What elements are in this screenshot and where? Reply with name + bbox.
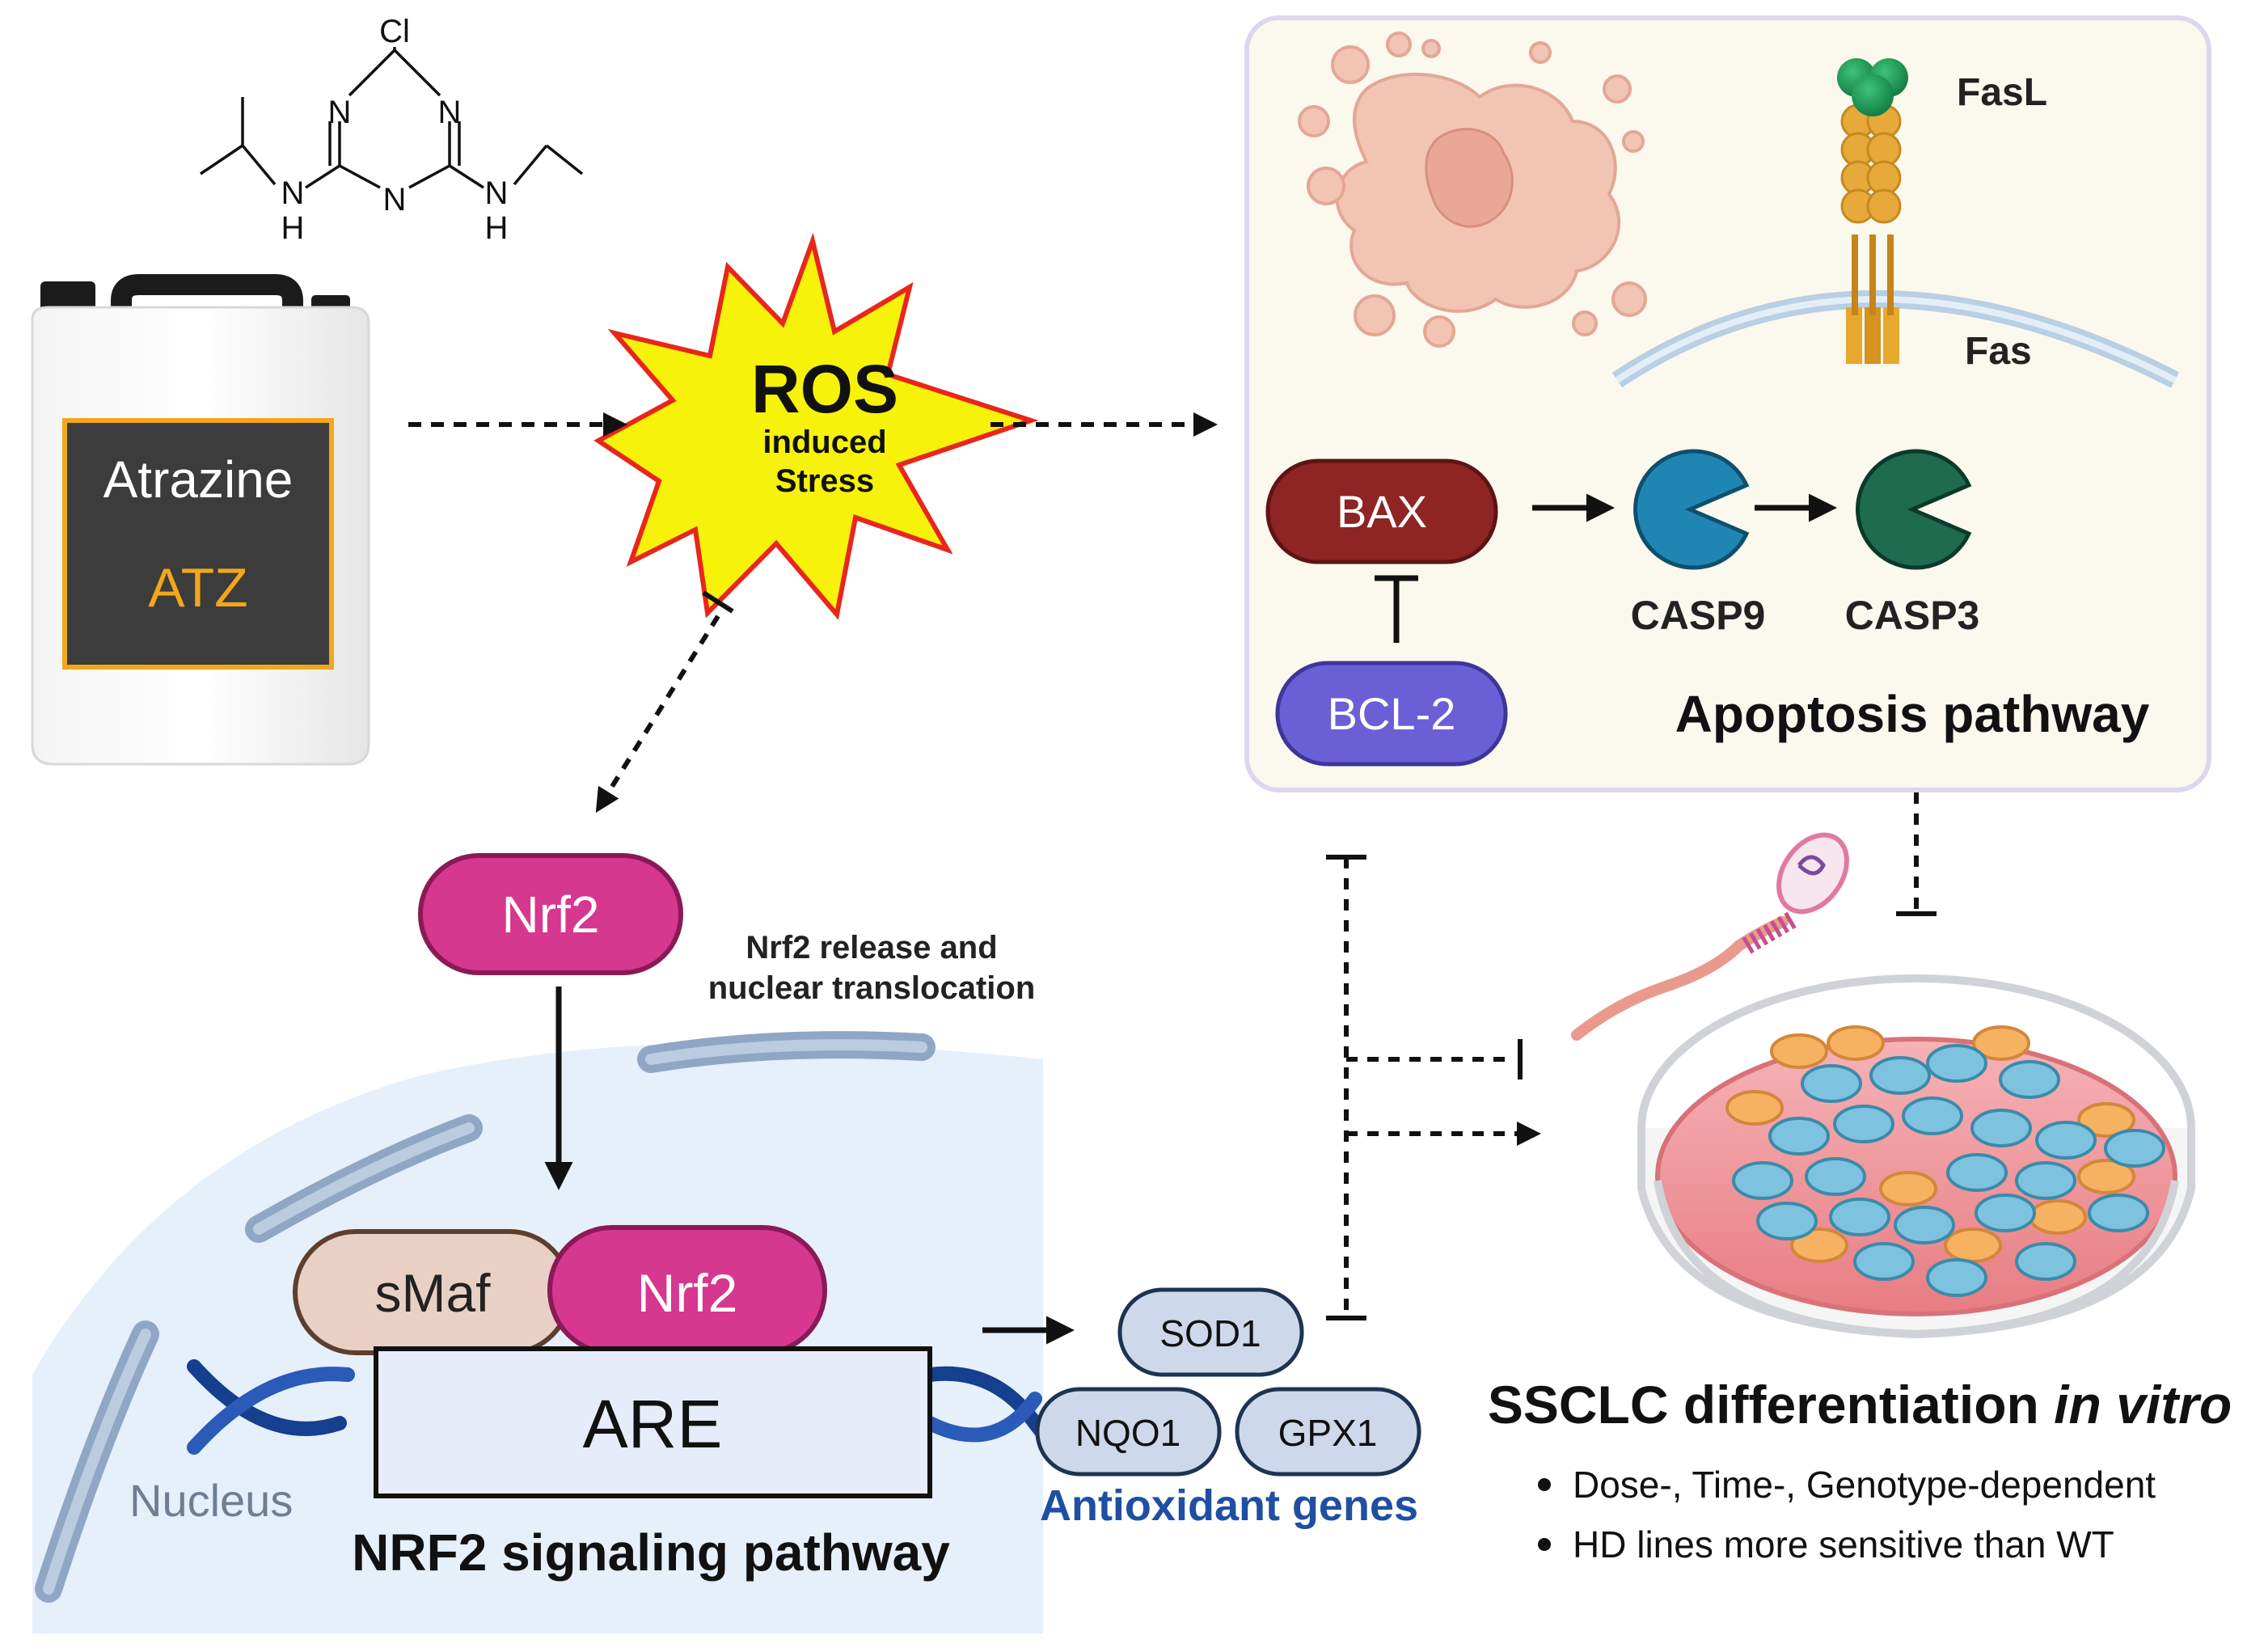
sperm-cell-icon (1571, 832, 1849, 1041)
atom-nh-right-h: H (485, 210, 509, 246)
atom-n-bottom: N (383, 182, 407, 218)
bullet-dot (1538, 1538, 1551, 1551)
atom-nh-left-n: N (281, 175, 305, 211)
petri-dish-icon (1637, 974, 2195, 1339)
sslc-title: SSCLC differentiation in vitro (1488, 1375, 2232, 1434)
bcl2-pill: BCL-2 (1275, 661, 1508, 767)
bax-label: BAX (1337, 486, 1427, 537)
nrf2-bound-label: Nrf2 (637, 1263, 738, 1323)
sod1-pill: SOD1 (1117, 1287, 1304, 1377)
canister-abbr: ATZ (148, 557, 247, 619)
gpx1-pill: GPX1 (1235, 1387, 1421, 1477)
sslc-bullet-2: HD lines more sensitive than WT (1573, 1523, 2114, 1565)
sslc-bullets: Dose-, Time-, Genotype-dependent HD line… (1538, 1464, 2156, 1565)
canister-label (62, 418, 334, 670)
nrf2-pathway-title: NRF2 signaling pathway (352, 1523, 950, 1582)
casp9-label: CASP9 (1631, 593, 1766, 638)
inhibit-apoptosis-to-dish (1896, 792, 1937, 916)
release-note-line2: nuclear translocation (708, 970, 1036, 1006)
smaf-label: sMaf (374, 1263, 491, 1323)
sod1-label: SOD1 (1159, 1312, 1261, 1354)
apoptotic-cell-nucleus (1425, 128, 1514, 228)
nrf2-free-label: Nrf2 (502, 885, 600, 944)
ros-line1: induced (762, 425, 886, 460)
bcl2-label: BCL-2 (1328, 688, 1456, 739)
casp3-icon (1856, 449, 1972, 570)
connector-ros-nrf2 (595, 590, 734, 813)
atrazine-atom-labels: Cl N N N N H N H (281, 14, 509, 246)
sslc-bullet-1: Dose-, Time-, Genotype-dependent (1573, 1464, 2156, 1506)
sslc-title-main: SSCLC differentiation (1488, 1375, 2054, 1434)
gpx1-label: GPX1 (1278, 1412, 1378, 1454)
fas-label: Fas (1965, 330, 2032, 373)
bullet-dot (1538, 1478, 1551, 1491)
canister-handle (111, 274, 303, 323)
ros-star-shape (593, 232, 1039, 620)
antioxidant-title: Antioxidant genes (1040, 1481, 1418, 1530)
antioxidant-regulation-connector (1326, 855, 1541, 1320)
atom-n-top-left: N (328, 95, 352, 130)
bax-pill: BAX (1265, 458, 1498, 564)
nqo1-pill: NQO1 (1035, 1387, 1222, 1477)
nrf2-free-pill: Nrf2 (418, 853, 683, 975)
casp3-label: CASP3 (1845, 593, 1980, 638)
atom-n-top-right: N (438, 95, 462, 130)
casp9-icon (1633, 449, 1750, 570)
ros-title: ROS (751, 351, 898, 427)
are-element: ARE (374, 1346, 932, 1498)
nrf2-bound-pill: Nrf2 (547, 1225, 827, 1355)
atrazine-structure (200, 47, 584, 189)
are-label: ARE (583, 1386, 723, 1462)
ros-line2: Stress (775, 463, 874, 499)
apoptosis-panel: FasL Fas BAX BCL-2 CASP9 CASP3 Apoptosis… (1244, 15, 2211, 792)
fasl-ligand-icon (1837, 58, 1908, 116)
release-note-line1: Nrf2 release and (745, 930, 997, 965)
atom-nh-right-n: N (485, 175, 509, 211)
canister-name: Atrazine (103, 450, 294, 509)
atrazine-canister: Atrazine ATZ (31, 274, 370, 766)
fasl-label: FasL (1957, 71, 2047, 114)
nuclear-envelope-inner (43, 1039, 927, 1595)
nqo1-label: NQO1 (1075, 1412, 1181, 1454)
nucleus-label: Nucleus (129, 1475, 293, 1526)
atom-nh-left-h: H (281, 210, 305, 246)
apoptosis-title: Apoptosis pathway (1675, 685, 2150, 743)
ros-starburst: ROS induced Stress (593, 232, 1039, 620)
cell-cluster (1725, 1025, 2165, 1297)
bcl2-inhibits-bax (1375, 575, 1418, 643)
smaf-pill: sMaf (293, 1229, 572, 1355)
atom-cl: Cl (379, 14, 410, 49)
sslc-title-italic: in vitro (2054, 1375, 2232, 1434)
